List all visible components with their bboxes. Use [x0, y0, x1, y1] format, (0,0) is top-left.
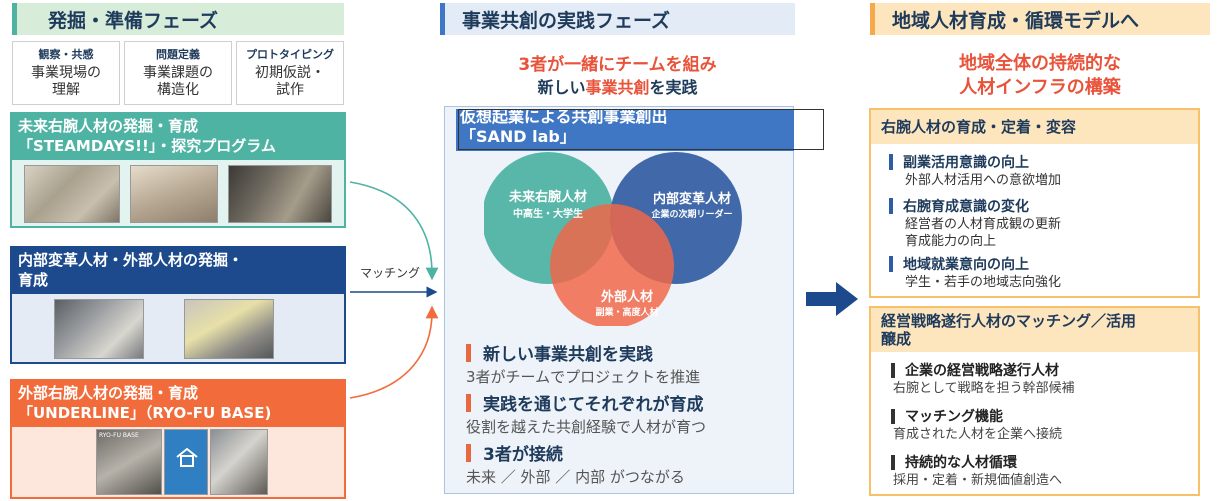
photo-ryofu-base: RYO-FU BASE	[96, 429, 162, 495]
arrow-right-icon	[806, 282, 858, 316]
house-icon	[176, 447, 198, 467]
matching-item-cycle: 持続的な人材循環 採用・定着・新規価値創造へ	[891, 454, 1063, 488]
section-external-header: 外部右腕人材の発掘・育成 「UNDERLINE」（RYO-FU BASE)	[10, 379, 346, 427]
right-box-growth-header: 右腕人材の育成・定着・変容	[871, 110, 1198, 144]
right-tagline-1: 地域全体の持続的な	[959, 53, 1121, 74]
section-external-photos: RYO-FU BASE	[10, 427, 346, 499]
photo-underline-logo	[164, 429, 208, 495]
growth-item-side-job: 副業活用意識の向上 外部人材活用への意欲増加	[889, 152, 1061, 189]
section-future-photos	[10, 160, 346, 228]
section-external-talent: 外部右腕人材の発掘・育成 「UNDERLINE」（RYO-FU BASE) RY…	[10, 379, 346, 499]
venn-circle-external	[550, 204, 674, 326]
stage-title: プロトタイピング	[246, 48, 334, 61]
sand-lab-title: 仮想起業による共創事業創出 「SAND lab」	[460, 107, 668, 146]
right-box-matching: 経営戦略遂行人材のマッチング／活用 醸成 企業の経営戦略遂行人材 右腕として戦略…	[869, 306, 1200, 496]
photo-students-3	[228, 165, 332, 223]
section-future-talent: 未来右腕人材の発掘・育成 「STEAMDAYS!!」・探究プログラム	[10, 112, 346, 228]
growth-item-right-arm: 右腕育成意識の変化 経営者の人材育成観の更新 育成能力の向上	[889, 196, 1061, 250]
left-phase-header: 発掘・準備フェーズ	[12, 3, 344, 35]
venn-label-future: 未来右腕人材 中高生・大学生	[508, 190, 587, 220]
left-phase-title: 発掘・準備フェーズ	[48, 9, 219, 32]
matching-arrows	[349, 181, 439, 399]
right-box-matching-header: 経営戦略遂行人材のマッチング／活用 醸成	[871, 308, 1198, 352]
venn-label-internal: 内部変革人材 企業の次期リーダー	[651, 192, 733, 220]
middle-phase-header: 事業共創の実践フェーズ	[440, 3, 795, 35]
matching-label: マッチング	[360, 266, 421, 280]
growth-item-regional: 地域就業意向の向上 学生・若手の地域志向強化	[889, 254, 1061, 291]
arrow-external	[349, 305, 439, 399]
photo-event	[210, 429, 268, 495]
matching-item-function: マッチング機能 育成された人材を企業へ接続	[891, 408, 1063, 442]
middle-tagline-2: 新しい事業共創を実践	[537, 78, 698, 97]
sand-lab-outline	[458, 109, 824, 150]
section-future-header: 未来右腕人材の発掘・育成 「STEAMDAYS!!」・探究プログラム	[10, 112, 346, 160]
photo-students-2	[130, 165, 218, 223]
stage-empathize: 観察・共感 事業現場の理解	[12, 41, 120, 105]
photo-workshop-1	[54, 299, 144, 359]
section-internal-photos	[10, 294, 346, 364]
stage-body: 事業現場の理解	[31, 65, 101, 98]
sand-lab-title-bar	[456, 109, 794, 151]
photo-workshop-2	[184, 299, 274, 359]
stage-body: 事業課題の構造化	[143, 65, 213, 98]
section-internal-talent: 内部変革人材・外部人材の発掘・ 育成	[10, 246, 346, 364]
right-phase-header: 地域人材育成・循環モデルへ	[870, 3, 1210, 35]
right-phase-title: 地域人材育成・循環モデルへ	[892, 9, 1140, 32]
stage-prototype: プロトタイピング 初期仮説・試作	[236, 41, 344, 105]
venn-diagram	[484, 152, 742, 326]
stage-title: 観察・共感	[38, 48, 94, 61]
matching-item-strategy: 企業の経営戦略遂行人材 右腕として戦略を担う幹部候補	[891, 362, 1075, 396]
stage-body: 初期仮説・試作	[255, 65, 325, 98]
section-internal-header: 内部変革人材・外部人材の発掘・ 育成	[10, 246, 346, 294]
point-new-cocreation: 新しい事業共創を実践 3者がチームでプロジェクトを推進	[466, 343, 701, 386]
middle-phase-title: 事業共創の実践フェーズ	[462, 9, 671, 32]
venn-label-external: 外部人材 副業・高度人材	[595, 290, 659, 318]
point-connection: 3者が接続 未来 ／ 外部 ／ 内部 がつながる	[466, 443, 685, 486]
stage-define: 問題定義 事業課題の構造化	[124, 41, 232, 105]
photo-students-1	[24, 165, 120, 223]
right-box-growth: 右腕人材の育成・定着・変容 副業活用意識の向上 外部人材活用への意欲増加 右腕育…	[869, 108, 1200, 298]
point-growth: 実践を通じてそれぞれが育成 役割を越えた共創経験で人材が育つ	[466, 393, 707, 436]
arrow-future	[349, 181, 439, 281]
photo-caption: RYO-FU BASE	[99, 432, 139, 439]
middle-tagline-1: 3者が一緒にチームを組み	[518, 55, 717, 75]
right-tagline-2: 人材インフラの構築	[959, 77, 1121, 98]
stage-title: 問題定義	[156, 48, 200, 61]
